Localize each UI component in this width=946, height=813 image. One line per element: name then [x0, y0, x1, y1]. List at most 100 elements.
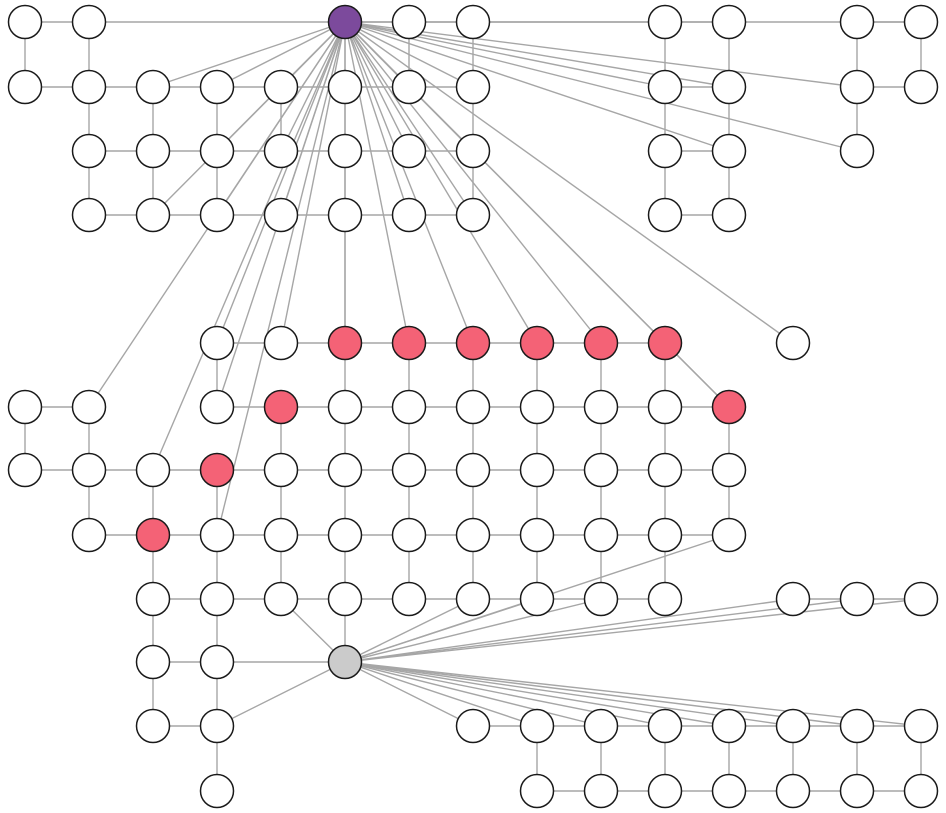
graph-node: [775, 325, 811, 361]
edge-H-k3: [216, 661, 346, 727]
graph-node: [583, 452, 619, 488]
graph-node: [391, 581, 427, 617]
graph-node: [263, 69, 299, 105]
graph-node: [519, 708, 555, 744]
graph-node: [71, 133, 107, 169]
graph-node: [135, 581, 171, 617]
graph-node: [455, 197, 491, 233]
graph-node: [71, 4, 107, 40]
graph-node: [135, 133, 171, 169]
graph-node: [199, 517, 235, 553]
graph-node: [327, 69, 363, 105]
graph-node: [903, 581, 939, 617]
graph-node: [263, 325, 299, 361]
edge-S-b7: [344, 21, 474, 88]
graph-node: [263, 452, 299, 488]
edge-S-h3: [216, 21, 346, 536]
nodes-layer: [7, 4, 939, 809]
graph-node: [903, 773, 939, 809]
graph-node: [327, 452, 363, 488]
graph-node: [135, 708, 171, 744]
graph-node: [391, 69, 427, 105]
edge-H-k13: [344, 661, 858, 727]
edge-S-c6: [344, 21, 410, 152]
graph-node: [647, 773, 683, 809]
graph-node: [647, 517, 683, 553]
graph-node: [455, 133, 491, 169]
edge-H-k14: [344, 661, 922, 727]
edge-H-k8: [344, 661, 538, 727]
graph-node: [455, 581, 491, 617]
graph-node: [71, 389, 107, 425]
highlighted-node: [647, 325, 683, 361]
graph-node: [71, 517, 107, 553]
graph-node: [647, 133, 683, 169]
graph-node: [711, 452, 747, 488]
graph-node: [199, 69, 235, 105]
edge-H-k10: [344, 661, 666, 727]
highlighted-node: [263, 389, 299, 425]
graph-node: [455, 389, 491, 425]
edge-S-d2: [152, 21, 346, 216]
edge-H-k7: [344, 661, 474, 727]
graph-node: [839, 133, 875, 169]
graph-node: [583, 708, 619, 744]
edge-S-e9: [344, 21, 602, 344]
graph-node: [71, 452, 107, 488]
graph-node: [199, 325, 235, 361]
graph-node: [391, 4, 427, 40]
graph-node: [647, 708, 683, 744]
graph-node: [327, 517, 363, 553]
edge-S-c13: [344, 21, 858, 152]
source-node: [327, 4, 363, 40]
graph-node: [583, 773, 619, 809]
edge-H-i14: [344, 598, 922, 663]
edge-H-i9: [344, 598, 602, 663]
graph-node: [199, 389, 235, 425]
graph-node: [263, 517, 299, 553]
graph-node: [647, 389, 683, 425]
edge-S-b10: [344, 21, 666, 88]
edge-S-e8: [344, 21, 538, 344]
graph-node: [7, 4, 43, 40]
edge-S-d6: [344, 21, 410, 216]
graph-node: [583, 517, 619, 553]
graph-node: [711, 773, 747, 809]
edge-S-b2: [152, 21, 346, 88]
graph-node: [199, 133, 235, 169]
graph-node: [391, 517, 427, 553]
edge-S-g2: [152, 21, 346, 471]
graph-node: [583, 581, 619, 617]
graph-node: [327, 389, 363, 425]
graph-node: [199, 708, 235, 744]
edge-S-d7: [344, 21, 474, 216]
edge-S-e3: [216, 21, 346, 344]
graph-node: [327, 197, 363, 233]
graph-node: [7, 69, 43, 105]
graph-node: [775, 773, 811, 809]
graph-node: [135, 644, 171, 680]
graph-node: [647, 197, 683, 233]
graph-node: [391, 133, 427, 169]
edge-H-k9: [344, 661, 602, 727]
graph-node: [135, 197, 171, 233]
graph-node: [455, 452, 491, 488]
highlighted-node: [519, 325, 555, 361]
graph-node: [519, 581, 555, 617]
graph-node: [711, 4, 747, 40]
graph-node: [583, 389, 619, 425]
edge-H-i12: [344, 598, 794, 663]
graph-node: [903, 4, 939, 40]
edge-S-c4: [280, 21, 346, 152]
graph-node: [839, 708, 875, 744]
highlighted-node: [199, 452, 235, 488]
graph-node: [647, 69, 683, 105]
graph-node: [455, 4, 491, 40]
graph-node: [647, 452, 683, 488]
graph-node: [839, 773, 875, 809]
graph-node: [135, 452, 171, 488]
graph-node: [199, 581, 235, 617]
graph-node: [455, 517, 491, 553]
graph-node: [7, 389, 43, 425]
